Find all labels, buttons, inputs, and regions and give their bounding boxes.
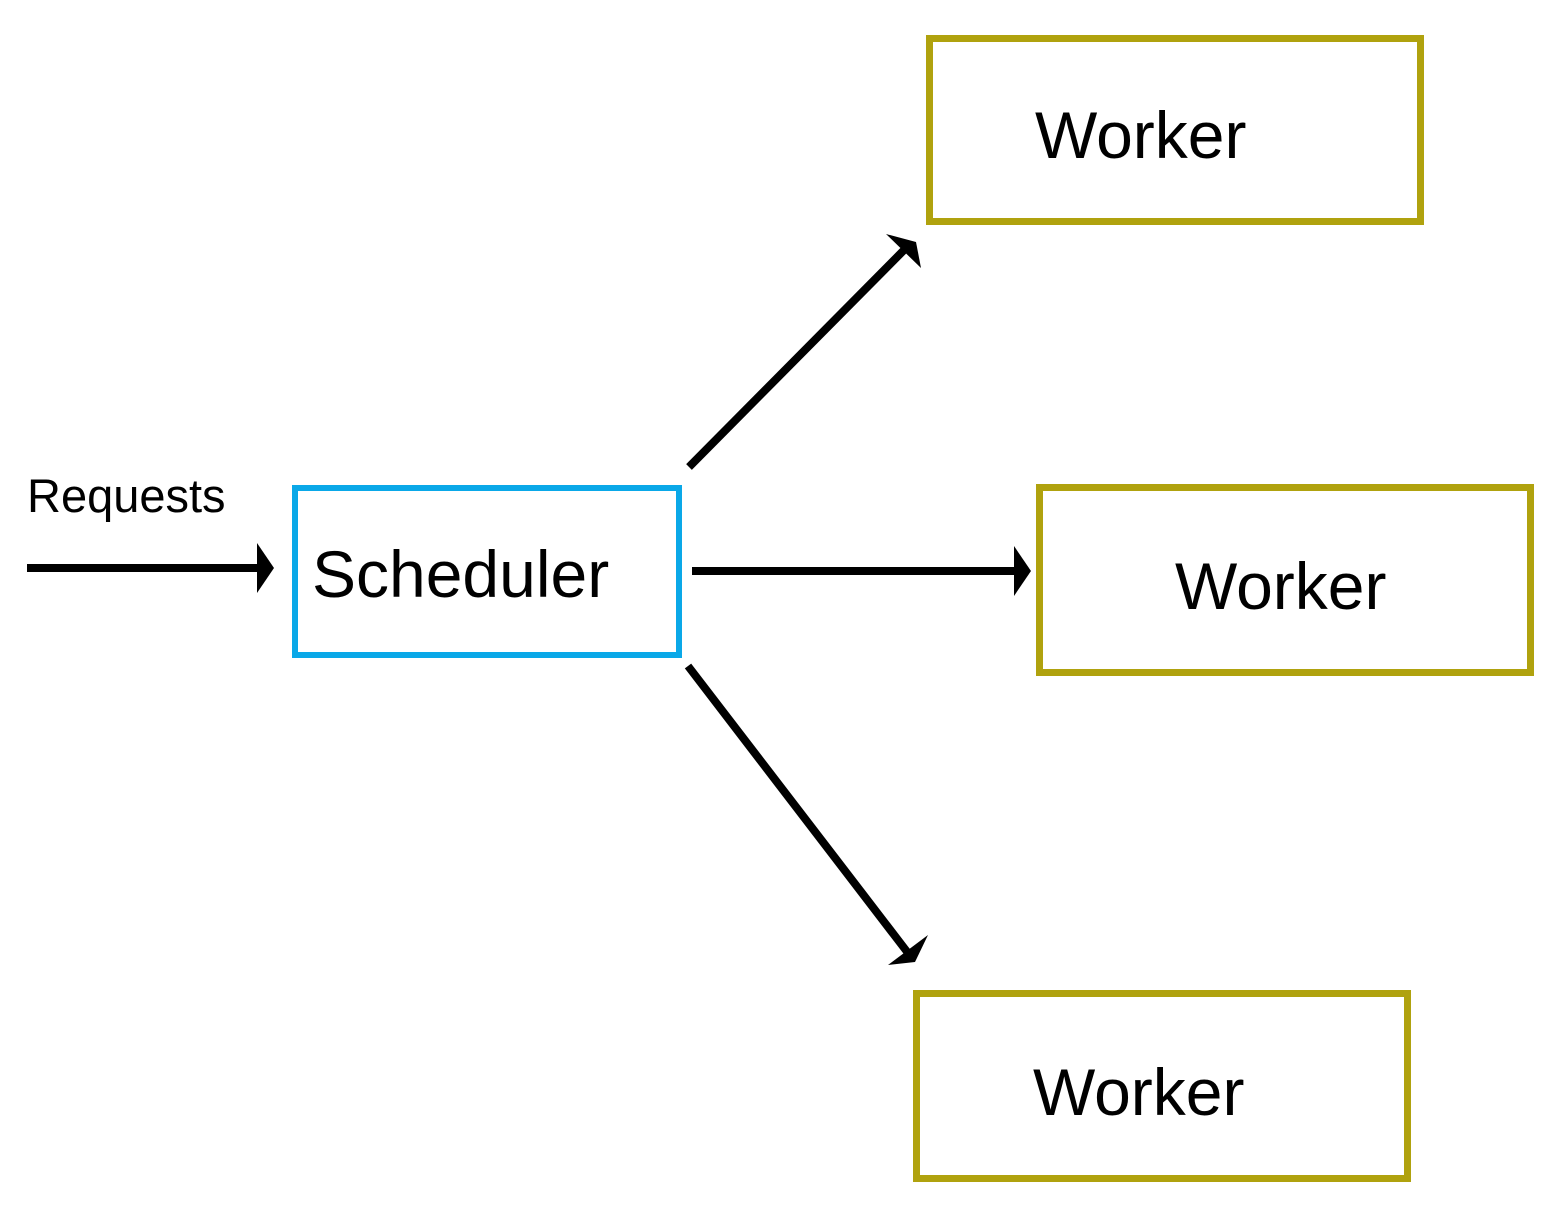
worker-label-2: Worker bbox=[1175, 549, 1387, 623]
worker-label-1: Worker bbox=[1035, 98, 1247, 172]
worker-box-2: Worker bbox=[1036, 484, 1534, 676]
arrow-to-worker-2 bbox=[692, 546, 1031, 596]
scheduler-label: Scheduler bbox=[312, 537, 610, 611]
worker-box-1: Worker bbox=[926, 35, 1424, 225]
worker-box-3: Worker bbox=[913, 990, 1411, 1182]
scheduler-box: Scheduler bbox=[292, 485, 682, 658]
requests-arrow bbox=[27, 543, 274, 593]
arrow-to-worker-1 bbox=[686, 234, 921, 470]
worker-label-3: Worker bbox=[1033, 1055, 1245, 1129]
arrow-to-worker-3 bbox=[684, 663, 928, 965]
requests-label: Requests bbox=[27, 469, 226, 522]
